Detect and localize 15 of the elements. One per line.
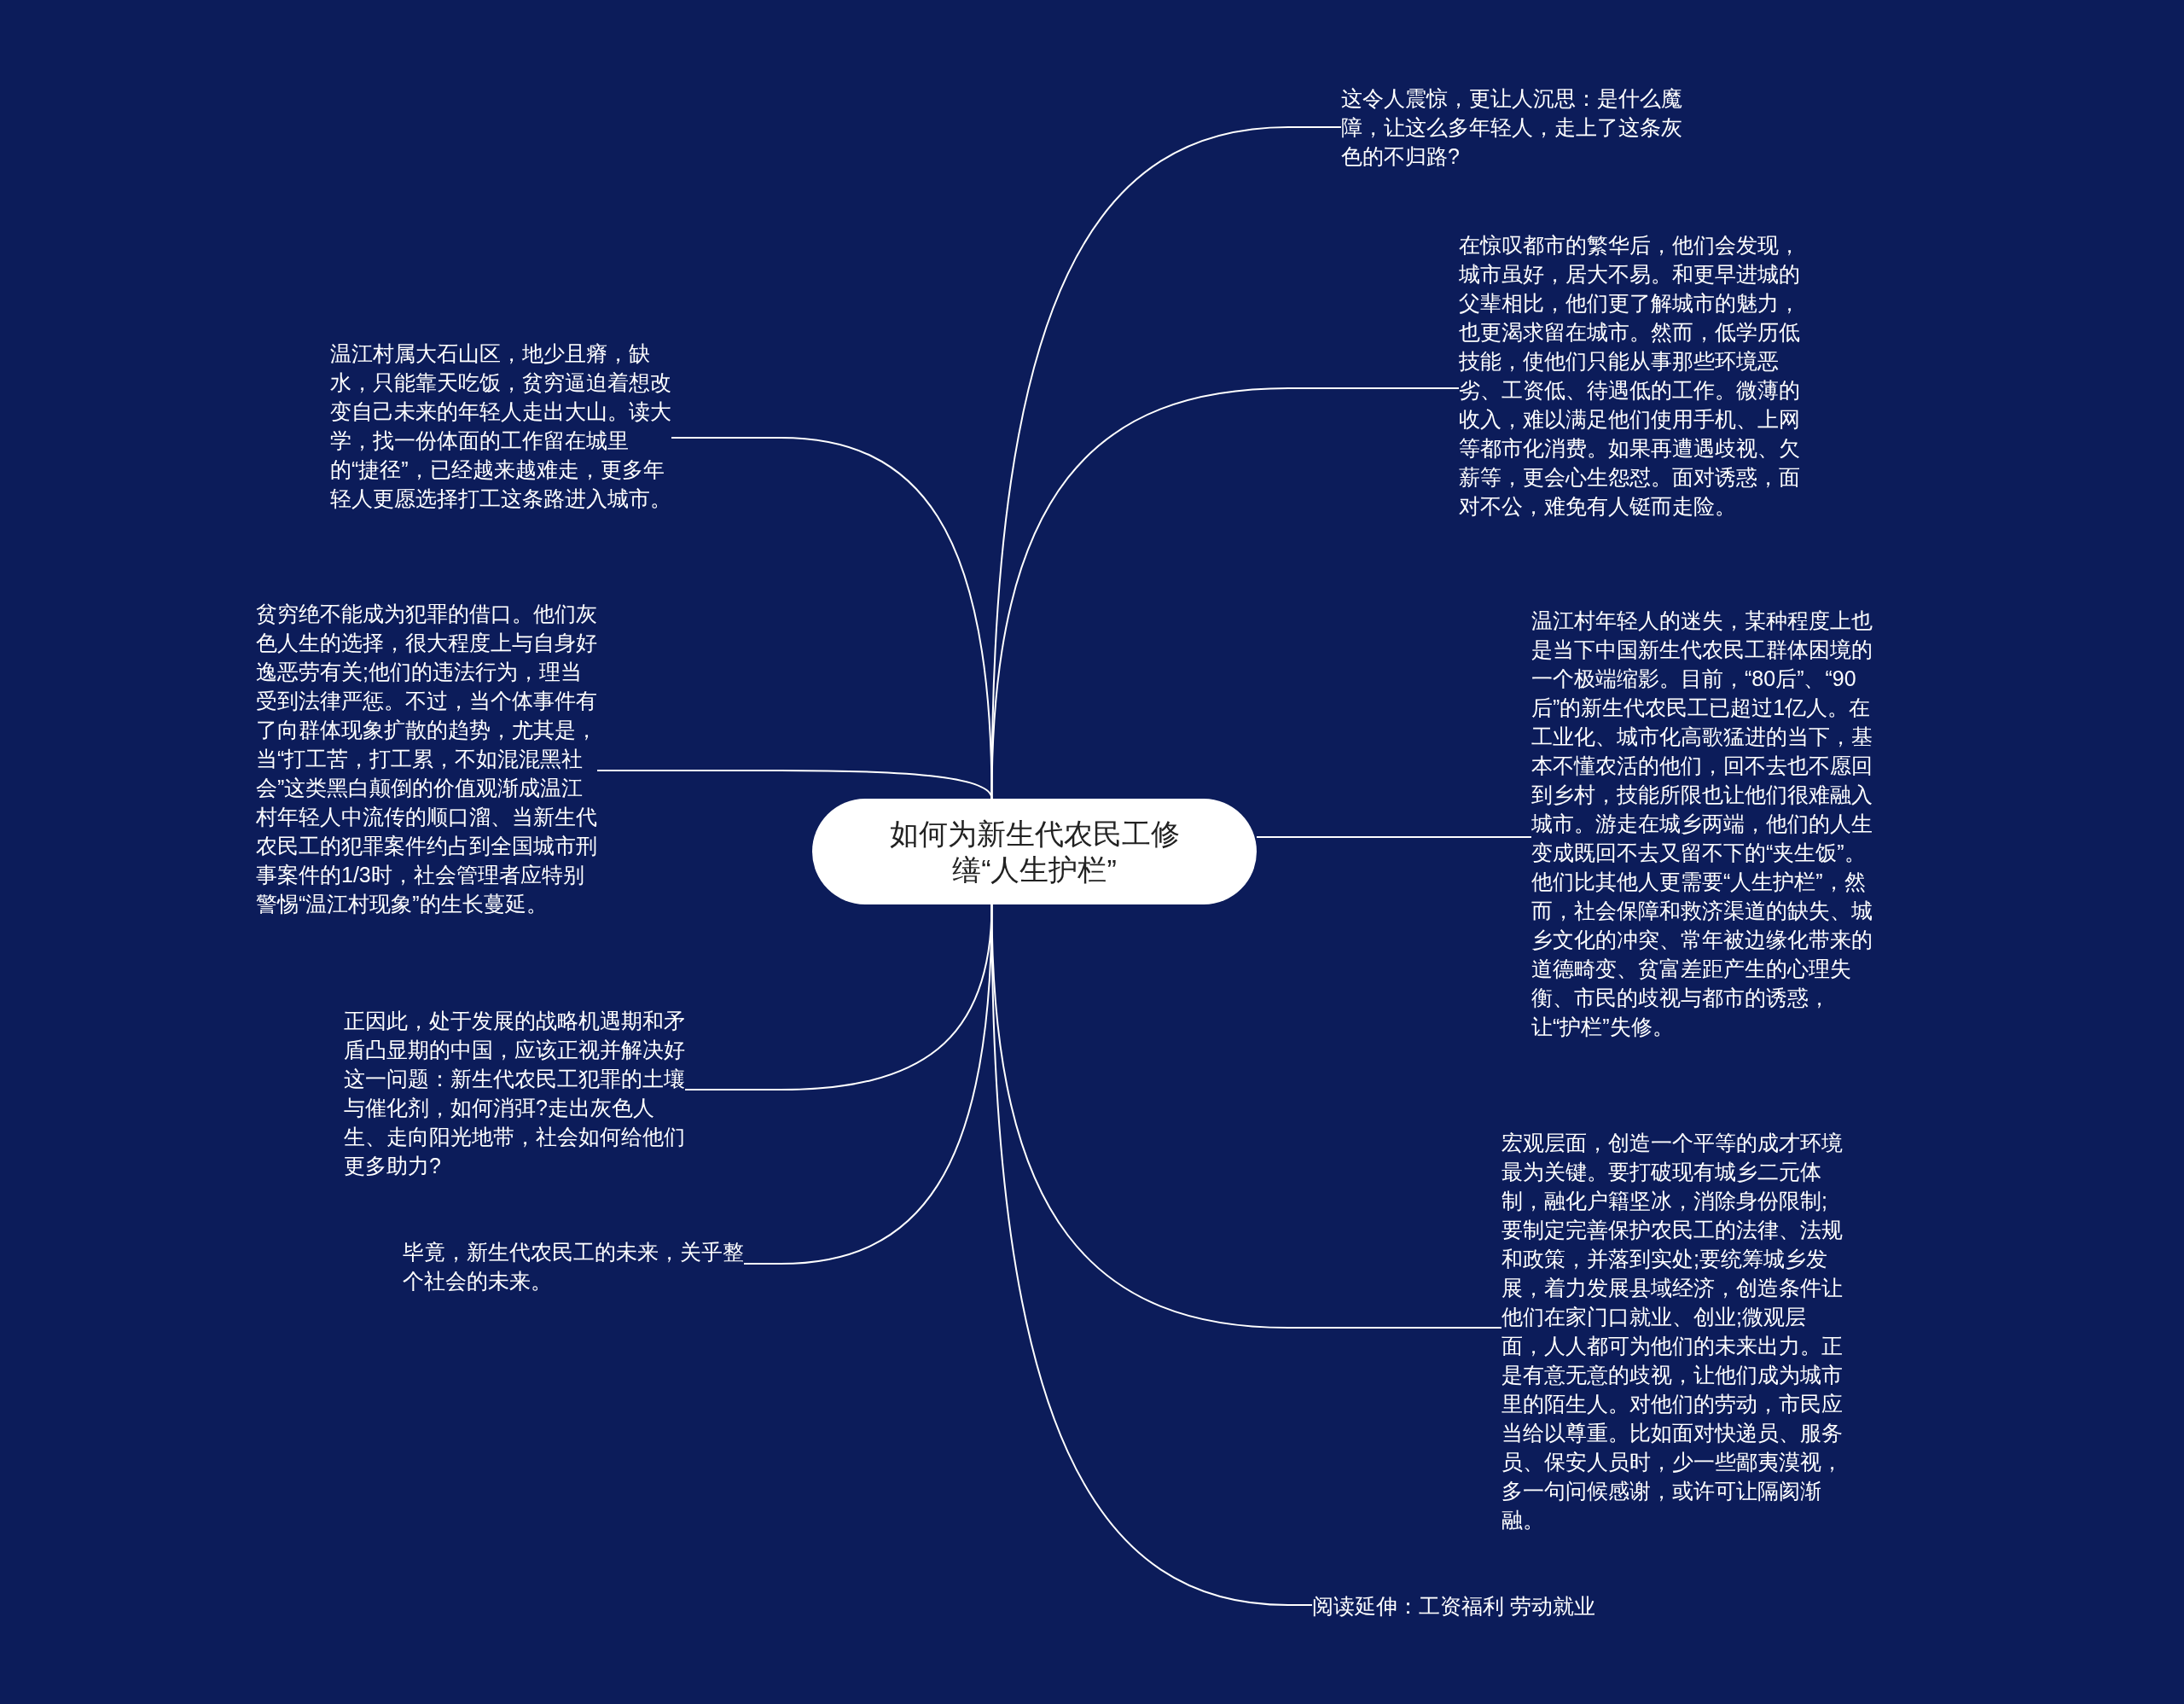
connector-line xyxy=(596,770,993,800)
connector-line xyxy=(1256,836,1532,838)
branch-text: 毕竟，新生代农民工的未来，关乎整个社会的未来。 xyxy=(403,1239,744,1294)
branch-text: 温江村属大石山区，地少且瘠，缺水，只能靠天吃饭，贫穷逼迫着想改变自己未来的年轻人走出大山。读大学，找一份体面的工作留在城里的“捷径”，已经越来越难走，更多年轻人更愿选择打工这条路进入城市。 xyxy=(330,340,671,512)
connector-line xyxy=(990,904,1313,1606)
connector-line xyxy=(990,387,1460,800)
connector-line xyxy=(743,904,993,1265)
branch-text: 宏观层面，创造一个平等的成才环境最为关键。要打破现有城乡二元体制，融化户籍坚冰，消除身份限制;要制定完善保护农民工的法律、法规和政策，并落到实处;要统筹城乡发展，着力发展县域经济，创造条件让他们在家门口就业、创业;微观层面，人人都可为他们的未来出力。正是有意无意的歧视，让他们成为城市里的陌生人。对他们的劳动，市民应当给以尊重。比如面对快递员、服务员、保安人员时，少一些鄙夷漠视，多一句问候感谢，或许可让隔阂渐融。 xyxy=(1502,1130,1843,1533)
branch-text: 贫穷绝不能成为犯罪的借口。他们灰色人生的选择，很大程度上与自身好逸恶劳有关;他们的违法行为，理当受到法律严惩。不过，当个体事件有了向群体现象扩散的趋势，尤其是，当“打工苦，打工累，不如混混黑社会”这类黑白颠倒的价值观渐成温江村年轻人中流传的顺口溜、当新生代农民工的犯罪案件约占到全国城市刑事案件的1/3时，社会管理者应特别警惕“温江村现象”的生长蔓延。 xyxy=(256,601,597,917)
branch-text: 阅读延伸：工资福利 劳动就业 xyxy=(1312,1593,1595,1620)
branch-text: 温江村年轻人的迷失，某种程度上也是当下中国新生代农民工群体困境的一个极端缩影。目前，“80后”、“90后”的新生代农民工已超过1亿人。在工业化、城市化高歌猛进的当下，基本不懂农活的他们，回不去也不愿回到乡村，技能所限也让他们很难融入城市。游走在城乡两端，他们的人生变成既回不去又留不下的“夹生饭”。他们比其他人更需要“人生护栏”，然而，社会保障和救济渠道的缺失、城乡文化的冲突、常年被边缘化带来的道德畸变、贫富差距产生的心理失衡、市民的歧视与都市的诱惑，让“护栏”失修。 xyxy=(1531,608,1873,1040)
branch-text: 在惊叹都市的繁华后，他们会发现，城市虽好，居大不易。和更早进城的父辈相比，他们更了解城市的魅力，也更渴求留在城市。然而，低学历低技能，使他们只能从事那些环境恶劣、工资低、待遇低的工作。微薄的收入，难以满足他们使用手机、上网等都市化消费。如果再遭遇歧视、欠薪等，更会心生怨怼。面对诱惑，面对不公，难免有人铤而走险。 xyxy=(1459,232,1800,520)
branch-text: 正因此，处于发展的战略机遇期和矛盾凸显期的中国，应该正视并解决好这一问题：新生代农民工犯罪的土壤与催化剂，如何消弭?走出灰色人生、走向阳光地带，社会如何给他们更多助力? xyxy=(344,1008,685,1179)
topic-title: 如何为新生代农民工修缮“人生护栏” xyxy=(888,817,1181,887)
branch-text: 这令人震惊，更让人沉思：是什么魔障，让这么多年轻人，走上了这条灰色的不归路? xyxy=(1341,85,1682,170)
